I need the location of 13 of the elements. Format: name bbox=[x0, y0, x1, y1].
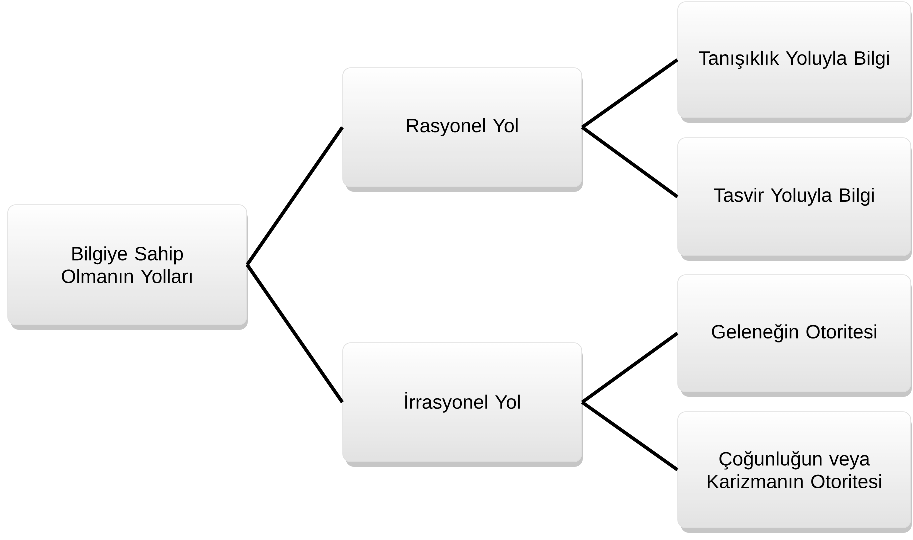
process-box: Tasvir Yoluyla Bilgi bbox=[678, 138, 912, 261]
connector-line bbox=[246, 264, 344, 404]
process-box: Çoğunluğun veya Karizmanın Otoritesi bbox=[678, 412, 912, 533]
connector-line bbox=[581, 126, 679, 198]
process-box: Rasyonel Yol bbox=[342, 68, 583, 192]
connector-line bbox=[581, 332, 679, 404]
connector-line bbox=[581, 401, 679, 472]
connector-line bbox=[581, 58, 679, 129]
process-box: Bilgiye Sahip Olmanın Yolları bbox=[8, 204, 248, 330]
process-box: Geleneğin Otoritesi bbox=[678, 274, 912, 397]
process-box: İrrasyonel Yol bbox=[342, 342, 583, 467]
connector-line bbox=[246, 126, 344, 266]
process-box: Tanışıklık Yoluyla Bilgi bbox=[678, 2, 912, 123]
